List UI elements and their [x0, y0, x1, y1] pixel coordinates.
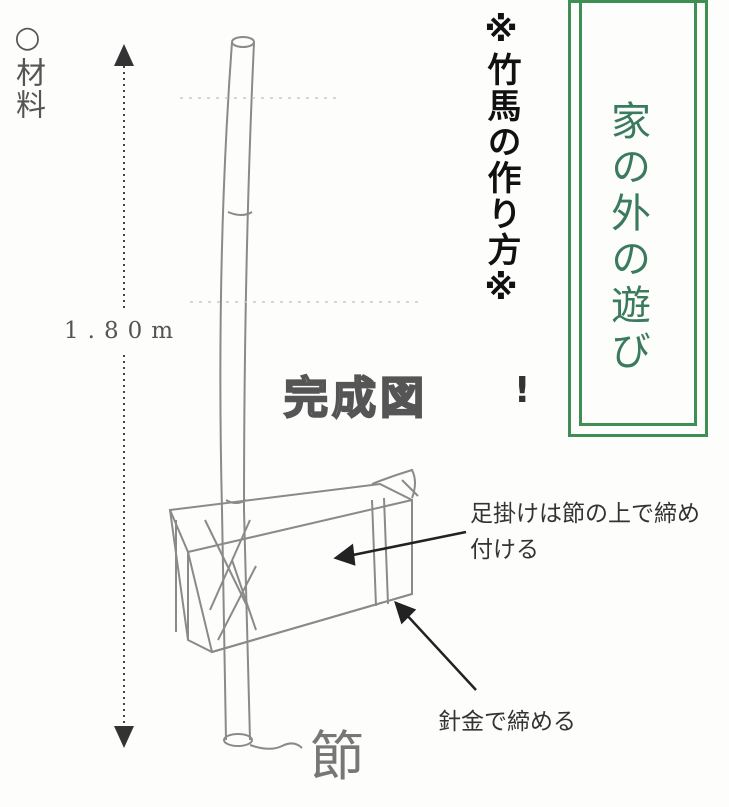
- arrow-up-icon: [114, 44, 134, 66]
- arrow-upleft-icon: [394, 600, 417, 625]
- materials-label: ○材料: [10, 20, 45, 121]
- faint-guides: [180, 97, 420, 303]
- exclamation-mark: !: [514, 370, 531, 411]
- callout-arrows: [333, 530, 477, 691]
- height-dimension-line: [114, 44, 134, 748]
- bamboo-pole: [219, 36, 303, 750]
- node-label: 節: [310, 725, 364, 788]
- footrest-note: 足掛けは節の上で締め付ける: [470, 501, 700, 563]
- length-label: 1.80m: [62, 318, 185, 344]
- wire-note: 針金で締める: [438, 709, 576, 735]
- title-frame-inner: [579, 0, 697, 426]
- footrest-block: [168, 468, 419, 654]
- section-title: 家の外の遊び: [604, 100, 650, 376]
- arrow-left-icon: [333, 543, 356, 566]
- complete-diagram-label: 完成図: [283, 372, 428, 425]
- howto-title: ※竹馬の作り方※: [481, 10, 521, 310]
- arrow-down-icon: [114, 726, 134, 748]
